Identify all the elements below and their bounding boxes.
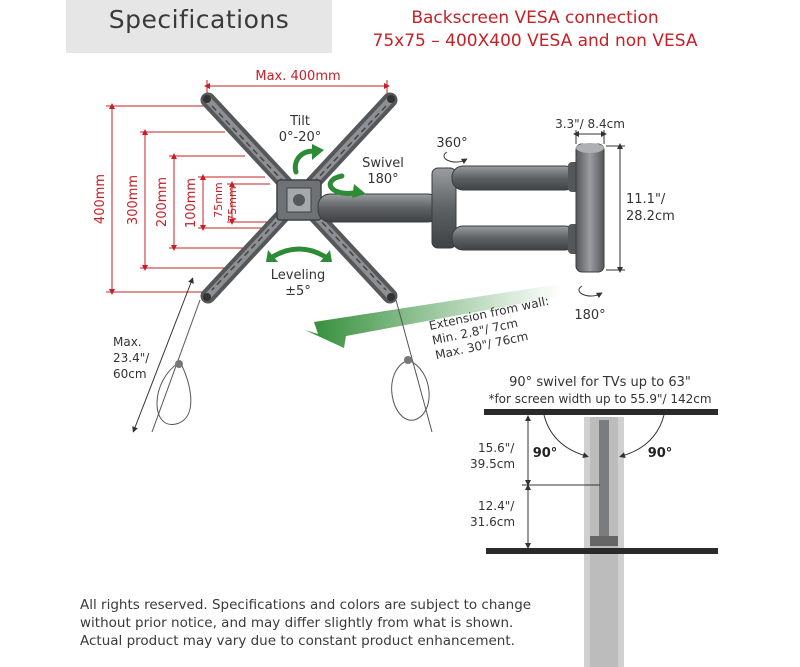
swivel-left-angle: 90° xyxy=(533,446,558,461)
dim-75mm-label-outer: 75mm xyxy=(212,182,225,217)
wall-plate-dimension-lines xyxy=(573,130,625,273)
cable-length-label-2: 60cm xyxy=(113,367,147,381)
max-width-label: Max. 400mm xyxy=(255,69,340,84)
rotate-360-arrow-icon xyxy=(443,151,468,165)
leveling-arrowhead-right-icon xyxy=(320,250,332,262)
rotate-360-label: 360° xyxy=(436,136,467,151)
rotate-180-label: 180° xyxy=(574,308,605,323)
dim-400mm-label: 400mm xyxy=(93,174,108,224)
swivel-dim2-label-1: 12.4"/ xyxy=(478,499,515,513)
articulating-arm xyxy=(317,143,605,273)
cable-clip-left-icon xyxy=(175,360,183,368)
cable-clip-right-icon xyxy=(404,356,412,364)
leveling-arrowhead-left-icon xyxy=(266,250,278,262)
swivel-range-label: 180° xyxy=(367,172,398,187)
rotate-180-arrow-icon xyxy=(578,285,603,299)
tilt-label: Tilt xyxy=(289,114,310,129)
wall-bar xyxy=(484,409,718,415)
footer-line-2: without prior notice, and may differ sli… xyxy=(80,615,514,631)
swivel-dim1-label-1: 15.6"/ xyxy=(478,441,515,455)
tilt-range-label: 0°-20° xyxy=(279,130,322,145)
swivel-arrowhead-icon xyxy=(352,184,366,198)
swivel-arrow-icon xyxy=(327,173,361,196)
dim-100mm-label: 100mm xyxy=(184,178,199,228)
leveling-arrow-icon xyxy=(271,246,327,259)
swivel-dim1-label-2: 39.5cm xyxy=(470,457,515,471)
swivel-left-arc-icon xyxy=(543,414,589,459)
title-background xyxy=(66,0,332,53)
leveling-label: Leveling xyxy=(271,268,325,283)
wall-plate-width-label: 3.3"/ 8.4cm xyxy=(555,117,625,131)
swivel-right-arc-icon xyxy=(619,414,665,459)
swivel-detail-subtitle: *for screen width up to 55.9"/ 142cm xyxy=(488,392,711,406)
swivel-right-angle: 90° xyxy=(648,446,673,461)
swivel-label: Swivel xyxy=(362,156,404,171)
page-title: Specifications xyxy=(108,5,290,34)
tv-panel-bar xyxy=(486,548,718,554)
vesa-cross-bracket xyxy=(200,92,398,304)
leveling-range-label: ±5° xyxy=(285,284,311,299)
swivel-dim2-label-2: 31.6cm xyxy=(470,515,515,529)
dim-300mm-label: 300mm xyxy=(126,175,141,225)
extension-arrow-icon xyxy=(305,284,562,348)
footer-line-1: All rights reserved. Specifications and … xyxy=(80,597,532,613)
wall-plate-height-label-1: 11.1"/ xyxy=(626,192,666,207)
swivel-arm-post xyxy=(599,420,609,538)
cable-length-label-1: 23.4"/ xyxy=(113,351,150,365)
vesa-heading-line1: Backscreen VESA connection xyxy=(411,8,659,28)
swivel-detail-title: 90° swivel for TVs up to 63" xyxy=(509,375,691,390)
swivel-detail: 90° swivel for TVs up to 63" *for screen… xyxy=(470,375,718,667)
vesa-heading-line2: 75x75 – 400X400 VESA and non VESA xyxy=(372,31,698,51)
swivel-bracket xyxy=(590,536,618,546)
dim-200mm-label: 200mm xyxy=(155,177,170,227)
tilt-arrowhead-icon xyxy=(312,144,324,160)
cable-max-label: Max. xyxy=(113,335,142,349)
cable-length-dimension xyxy=(132,277,194,433)
footer-line-3: Actual product may vary due to constant … xyxy=(80,633,515,649)
wall-plate-height-label-2: 28.2cm xyxy=(626,209,675,224)
dim-75mm-label-inner: 75mm xyxy=(226,186,239,221)
